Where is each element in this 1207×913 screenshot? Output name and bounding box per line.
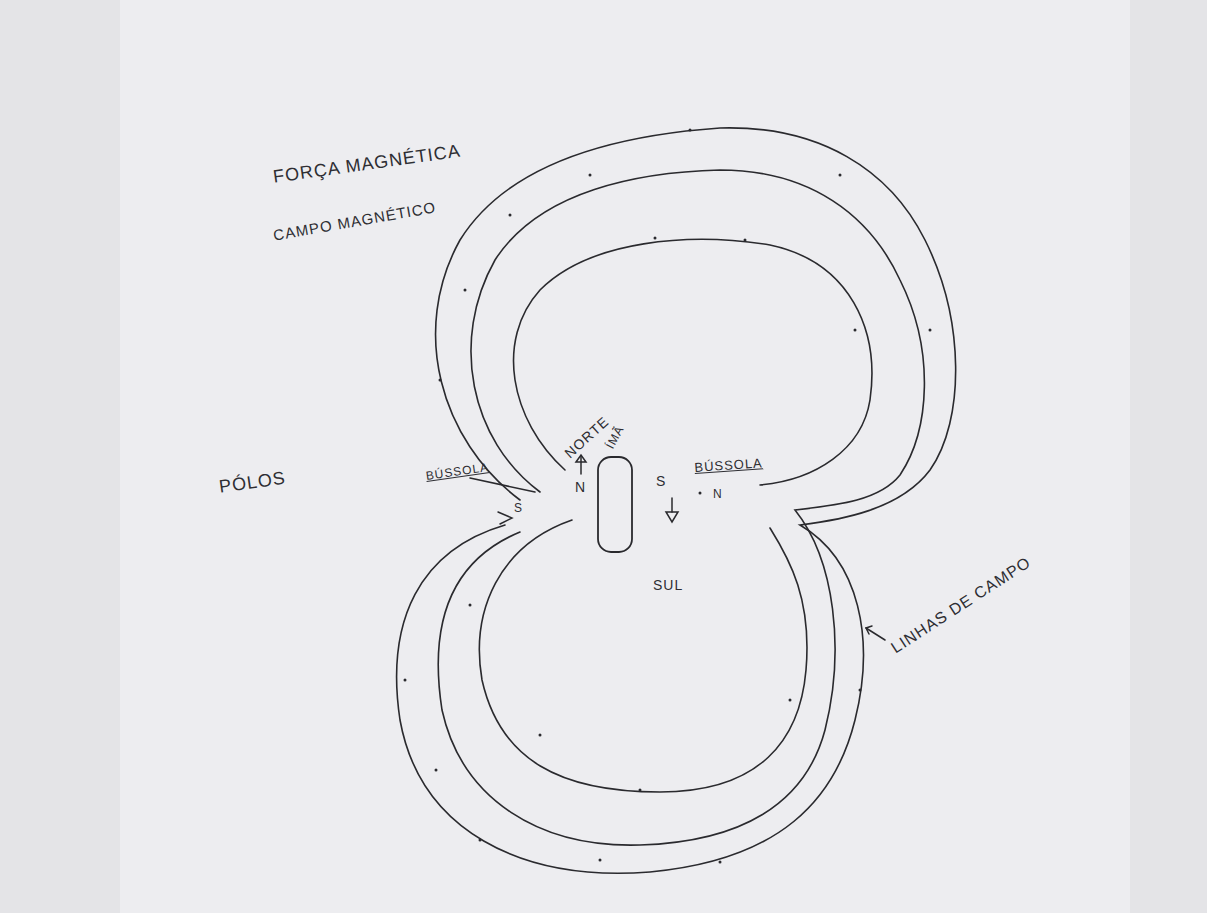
paper-sheet — [120, 0, 1130, 913]
arrows — [470, 455, 885, 640]
pole-label: SUL — [653, 578, 683, 593]
field-lines — [397, 128, 956, 873]
pole-letter: S — [656, 474, 666, 489]
pole-letter: S — [514, 502, 523, 515]
field-dots — [404, 129, 932, 864]
magnet-bar — [598, 457, 632, 552]
pole-letter: N — [575, 480, 586, 495]
pole-letter: N — [713, 488, 723, 501]
